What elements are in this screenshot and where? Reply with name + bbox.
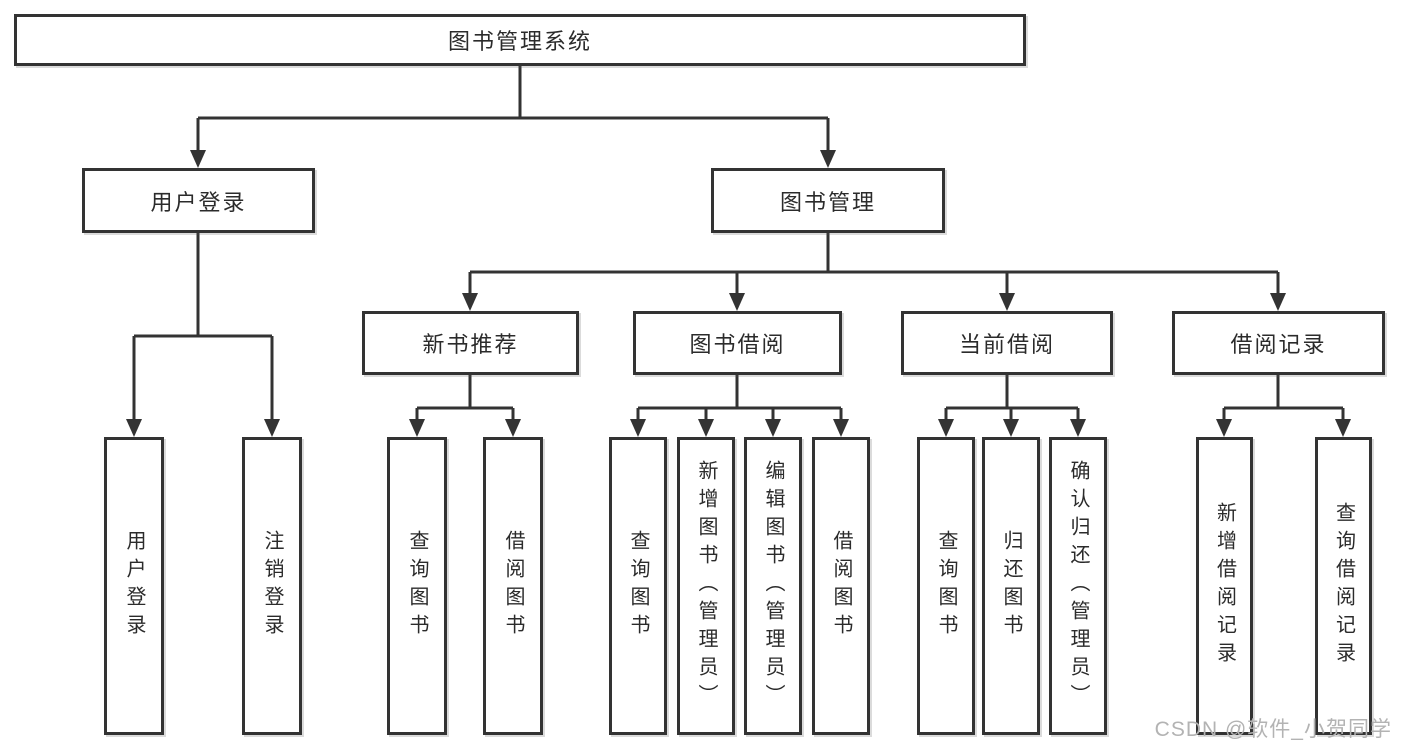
node-leaf-edit-books-admin: 编辑图书（管理员） <box>744 437 802 735</box>
node-label: 注销登录 <box>261 530 283 642</box>
node-book-management-branch: 图书管理 <box>711 168 945 233</box>
node-leaf-confirm-return-admin: 确认归还（管理员） <box>1049 437 1107 735</box>
node-label: 新增图书（管理员） <box>695 460 717 712</box>
node-label: 确认归还（管理员） <box>1067 460 1089 712</box>
node-current-borrowing: 当前借阅 <box>901 311 1113 375</box>
node-leaf-add-borrow-record: 新增借阅记录 <box>1196 437 1253 735</box>
arrow-down-icon <box>999 293 1015 311</box>
node-label: 借阅图书 <box>502 530 524 642</box>
arrow-down-icon <box>820 150 836 168</box>
arrow-down-icon <box>729 293 745 311</box>
arrow-down-icon <box>630 419 646 437</box>
node-user-login-branch: 用户登录 <box>82 168 315 233</box>
arrow-down-icon <box>1270 293 1286 311</box>
node-leaf-query-books-recommend: 查询图书 <box>387 437 447 735</box>
node-label: 新增借阅记录 <box>1213 502 1236 670</box>
arrow-down-icon <box>1335 419 1351 437</box>
node-label: 用户登录 <box>150 189 247 215</box>
node-leaf-add-books-admin: 新增图书（管理员） <box>677 437 735 735</box>
arrow-down-icon <box>833 419 849 437</box>
node-leaf-borrow-books-recommend: 借阅图书 <box>483 437 543 735</box>
node-label: 图书管理系统 <box>447 29 592 54</box>
arrow-down-icon <box>264 419 280 437</box>
node-leaf-user-login: 用户登录 <box>104 437 164 735</box>
arrow-down-icon <box>505 419 521 437</box>
arrow-down-icon <box>190 150 206 168</box>
node-label: 归还图书 <box>1000 530 1022 642</box>
arrow-down-icon <box>938 419 954 437</box>
node-label: 新书推荐 <box>422 332 519 357</box>
watermark-csdn: CSDN @软件_小贺同学 <box>1154 718 1392 741</box>
node-leaf-query-borrow-record: 查询借阅记录 <box>1315 437 1372 735</box>
node-library-management-system: 图书管理系统 <box>14 14 1026 66</box>
arrow-down-icon <box>765 419 781 437</box>
node-borrowing-records: 借阅记录 <box>1172 311 1385 375</box>
arrow-down-icon <box>1003 419 1019 437</box>
node-label: 编辑图书（管理员） <box>762 460 784 712</box>
arrow-down-icon <box>698 419 714 437</box>
node-label: 图书管理 <box>779 189 876 215</box>
node-label: 查询图书 <box>627 530 649 642</box>
arrow-down-icon <box>126 419 142 437</box>
node-label: 借阅记录 <box>1230 332 1327 357</box>
arrow-down-icon <box>409 419 425 437</box>
node-leaf-return-books: 归还图书 <box>982 437 1040 735</box>
node-leaf-borrow-books: 借阅图书 <box>812 437 870 735</box>
node-label: 当前借阅 <box>958 332 1055 357</box>
node-leaf-query-books-borrowing: 查询图书 <box>609 437 667 735</box>
node-leaf-logout: 注销登录 <box>242 437 302 735</box>
node-label: 用户登录 <box>123 530 145 642</box>
arrow-down-icon <box>1216 419 1232 437</box>
node-label: 借阅图书 <box>830 530 852 642</box>
node-label: 查询图书 <box>935 530 957 642</box>
node-leaf-query-books-current: 查询图书 <box>917 437 975 735</box>
arrow-down-icon <box>1070 419 1086 437</box>
node-label: 图书借阅 <box>689 332 786 357</box>
node-label: 查询图书 <box>406 530 428 642</box>
node-book-borrowing: 图书借阅 <box>633 311 842 375</box>
node-label: 查询借阅记录 <box>1332 502 1355 670</box>
node-new-book-recommendation: 新书推荐 <box>362 311 579 375</box>
arrow-down-icon <box>462 293 478 311</box>
